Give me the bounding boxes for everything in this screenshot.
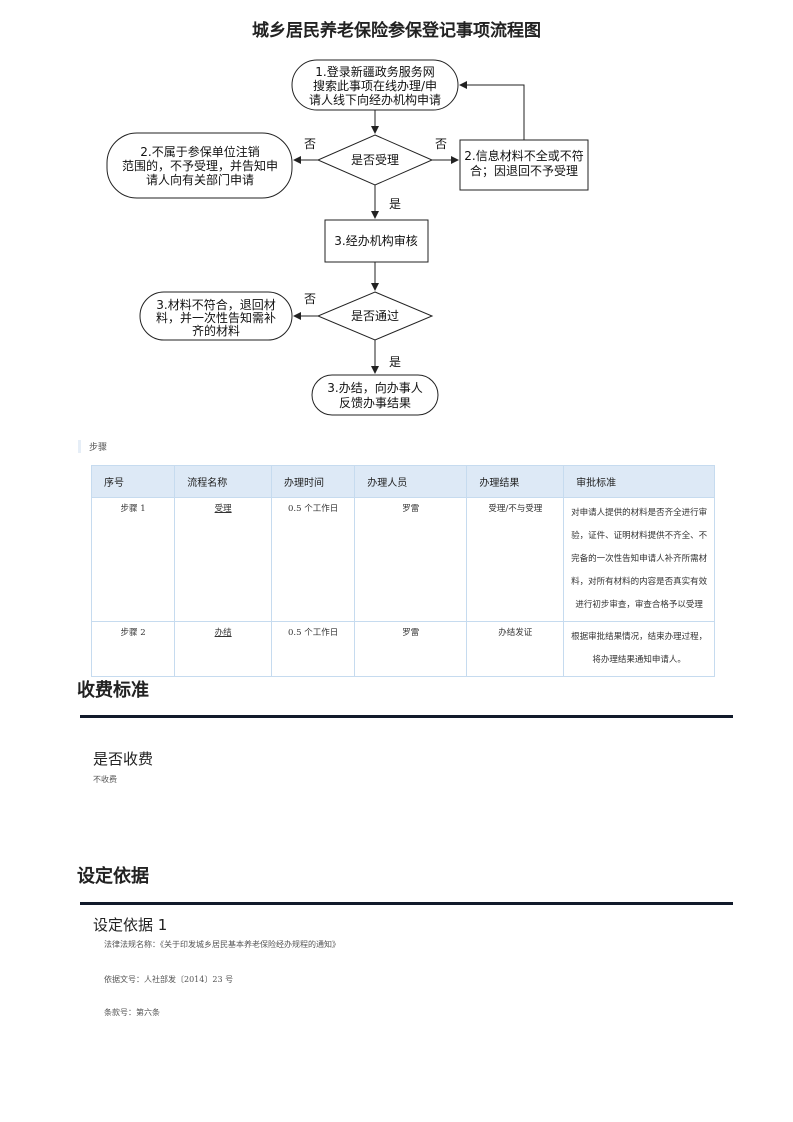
svg-text:是: 是 bbox=[389, 197, 401, 211]
svg-text:1.登录新疆政务服务网: 1.登录新疆政务服务网 bbox=[315, 64, 434, 79]
svg-text:齐的材料: 齐的材料 bbox=[192, 323, 240, 338]
svg-text:3.经办机构审核: 3.经办机构审核 bbox=[334, 233, 417, 248]
svg-text:料，并一次性告知需补: 料，并一次性告知需补 bbox=[156, 311, 276, 325]
svg-text:搜索此事项在线办理/申: 搜索此事项在线办理/申 bbox=[313, 78, 437, 93]
svg-text:3.材料不符合，退回材: 3.材料不符合，退回材 bbox=[156, 297, 275, 312]
svg-text:请人线下向经办机构申请: 请人线下向经办机构申请 bbox=[309, 92, 441, 107]
page-title: 城乡居民养老保险参保登记事项流程图 bbox=[252, 21, 541, 41]
clause-number: 条款号：第六条 bbox=[104, 1008, 160, 1017]
table-row: 步骤 1 受理 0.5 个工作日 罗雷 受理/不与受理 对申请人提供的材料是否齐… bbox=[90, 497, 715, 622]
svg-text:2.不属于参保单位注销: 2.不属于参保单位注销 bbox=[140, 144, 259, 159]
fee-heading: 收费标准 bbox=[77, 680, 149, 701]
basis-subheading: 设定依据 1 bbox=[93, 916, 168, 934]
svg-text:否: 否 bbox=[435, 137, 447, 151]
reject-left-box bbox=[106, 132, 293, 199]
end-box bbox=[311, 374, 439, 416]
divider bbox=[80, 715, 733, 718]
fee-subheading: 是否收费 bbox=[93, 750, 154, 768]
reject2-box bbox=[139, 291, 293, 341]
svg-text:3.办结，向办事人: 3.办结，向办事人 bbox=[327, 380, 422, 395]
divider bbox=[80, 902, 733, 905]
review-box bbox=[324, 219, 429, 263]
table-row: 步骤 2 办结 0.5 个工作日 罗雷 办结发证 根据审批结果情况，结束办理过程… bbox=[90, 621, 715, 677]
svg-text:是否通过: 是否通过 bbox=[351, 309, 399, 323]
fee-value: 不收费 bbox=[93, 775, 117, 784]
steps-label: 步骤 bbox=[78, 440, 107, 453]
doc-number: 依据文号：人社部发〔2014〕23 号 bbox=[104, 975, 234, 984]
flowchart: 1.登录新疆政务服务网 搜索此事项在线办理/申 请人线下向经办机构申请 是否受理… bbox=[106, 59, 589, 416]
svg-text:请人向有关部门申请: 请人向有关部门申请 bbox=[146, 172, 254, 187]
step-link[interactable]: 办结 bbox=[214, 628, 232, 638]
svg-text:否: 否 bbox=[304, 137, 316, 151]
svg-text:2.信息材料不全或不符: 2.信息材料不全或不符 bbox=[464, 148, 583, 163]
svg-text:反馈办事结果: 反馈办事结果 bbox=[339, 395, 411, 410]
law-name: 法律法规名称：《关于印发城乡居民基本养老保险经办规程的通知》 bbox=[104, 940, 340, 949]
svg-text:是: 是 bbox=[389, 355, 401, 369]
svg-text:范围的，不予受理，并告知申: 范围的，不予受理，并告知申 bbox=[122, 158, 278, 173]
basis-heading: 设定依据 bbox=[77, 866, 149, 887]
step-link[interactable]: 受理 bbox=[214, 504, 232, 514]
svg-text:否: 否 bbox=[304, 292, 316, 306]
svg-text:是否受理: 是否受理 bbox=[351, 153, 399, 167]
steps-table: 序号 流程名称 办理时间 办理人员 办理结果 审批标准 步骤 1 受理 0.5 … bbox=[90, 465, 715, 677]
svg-text:合；因退回不予受理: 合；因退回不予受理 bbox=[470, 163, 578, 178]
